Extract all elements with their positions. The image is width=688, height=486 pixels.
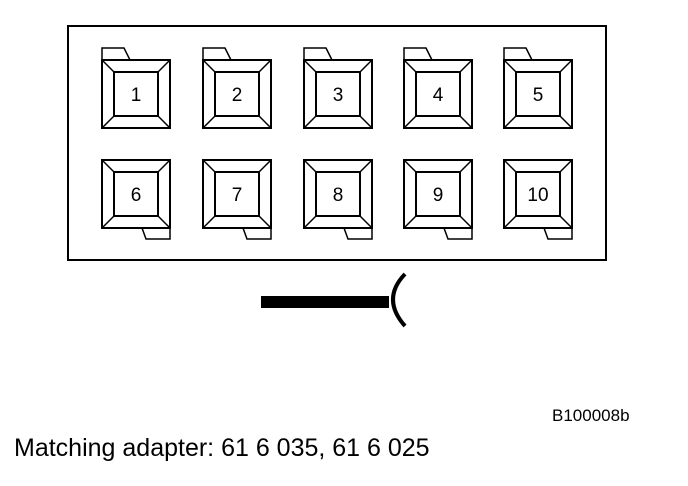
- pin-bevel: [559, 59, 573, 73]
- pin-bevel: [303, 215, 317, 229]
- pin-bevel: [459, 59, 473, 73]
- connector-diagram: 1 2 3 4 5 6 7 8 9 10: [67, 25, 607, 328]
- latch-tab: [303, 47, 333, 61]
- caption-matching-adapter: Matching adapter: 61 6 035, 61 6 025: [14, 434, 430, 462]
- pin-label: 7: [232, 185, 243, 206]
- pin-1: 1: [101, 47, 171, 129]
- latch-tab: [503, 47, 533, 61]
- latch-tab: [101, 47, 131, 61]
- pin-6: 6: [101, 159, 171, 240]
- pin-bevel: [559, 115, 573, 129]
- pin-inner: [315, 171, 361, 217]
- pin-bevel: [202, 59, 216, 73]
- pin-label: 6: [131, 185, 142, 206]
- latch-tab: [202, 47, 232, 61]
- pin-label: 2: [232, 85, 243, 106]
- pin-bevel: [403, 59, 417, 73]
- pin-bevel: [459, 115, 473, 129]
- pin-bevel: [258, 159, 272, 173]
- pin-bevel: [503, 215, 517, 229]
- harness-cable-symbol: [261, 272, 407, 328]
- pin-bevel: [157, 59, 171, 73]
- pin-bevel: [503, 115, 517, 129]
- pin-bevel: [101, 59, 115, 73]
- pin-bevel: [303, 115, 317, 129]
- pin-bevel: [359, 115, 373, 129]
- pin-bevel: [503, 159, 517, 173]
- pin-bevel: [157, 159, 171, 173]
- pin-label: 9: [433, 185, 444, 206]
- pin-inner: [113, 171, 159, 217]
- pin-label: 5: [533, 85, 544, 106]
- pin-bevel: [503, 59, 517, 73]
- pin-bevel: [101, 115, 115, 129]
- figure-code: B100008b: [552, 406, 630, 425]
- pin-bevel: [459, 215, 473, 229]
- pin-bevel: [101, 215, 115, 229]
- pin-bevel: [157, 215, 171, 229]
- latch-tab: [543, 227, 573, 240]
- pin-label: 4: [433, 85, 444, 106]
- pin-bevel: [157, 115, 171, 129]
- pin-10: 10: [503, 159, 573, 240]
- pin-bevel: [459, 159, 473, 173]
- pin-8: 8: [303, 159, 373, 240]
- pin-bevel: [359, 59, 373, 73]
- pin-bevel: [202, 115, 216, 129]
- pin-bevel: [403, 159, 417, 173]
- pin-3: 3: [303, 47, 373, 129]
- pin-7: 7: [202, 159, 272, 240]
- latch-tab: [443, 227, 473, 240]
- pin-bevel: [258, 59, 272, 73]
- pin-bevel: [303, 159, 317, 173]
- pin-bevel: [559, 159, 573, 173]
- pin-bevel: [403, 115, 417, 129]
- pin-label: 1: [131, 85, 142, 106]
- pin-label: 3: [333, 85, 344, 106]
- pin-bevel: [359, 215, 373, 229]
- pin-5: 5: [503, 47, 573, 129]
- pin-inner: [214, 71, 260, 117]
- pin-bevel: [258, 215, 272, 229]
- pin-4: 4: [403, 47, 473, 129]
- latch-tab: [403, 47, 433, 61]
- pin-bevel: [403, 215, 417, 229]
- pin-bevel: [202, 159, 216, 173]
- pin-bevel: [359, 159, 373, 173]
- pin-2: 2: [202, 47, 272, 129]
- pin-label: 8: [333, 185, 344, 206]
- pin-bevel: [303, 59, 317, 73]
- latch-tab: [141, 227, 171, 240]
- pin-inner: [113, 71, 159, 117]
- pin-inner: [315, 71, 361, 117]
- pin-9: 9: [403, 159, 473, 240]
- latch-tab: [343, 227, 373, 240]
- pin-bevel: [258, 115, 272, 129]
- pin-group: 1 2 3 4 5 6 7 8 9 10: [101, 47, 573, 240]
- pin-inner: [415, 71, 461, 117]
- pin-inner: [515, 171, 561, 217]
- pin-label: 10: [527, 185, 548, 206]
- pin-bevel: [202, 215, 216, 229]
- pin-inner: [515, 71, 561, 117]
- pin-inner: [415, 171, 461, 217]
- pin-bevel: [559, 215, 573, 229]
- pin-inner: [214, 171, 260, 217]
- pin-bevel: [101, 159, 115, 173]
- latch-tab: [242, 227, 272, 240]
